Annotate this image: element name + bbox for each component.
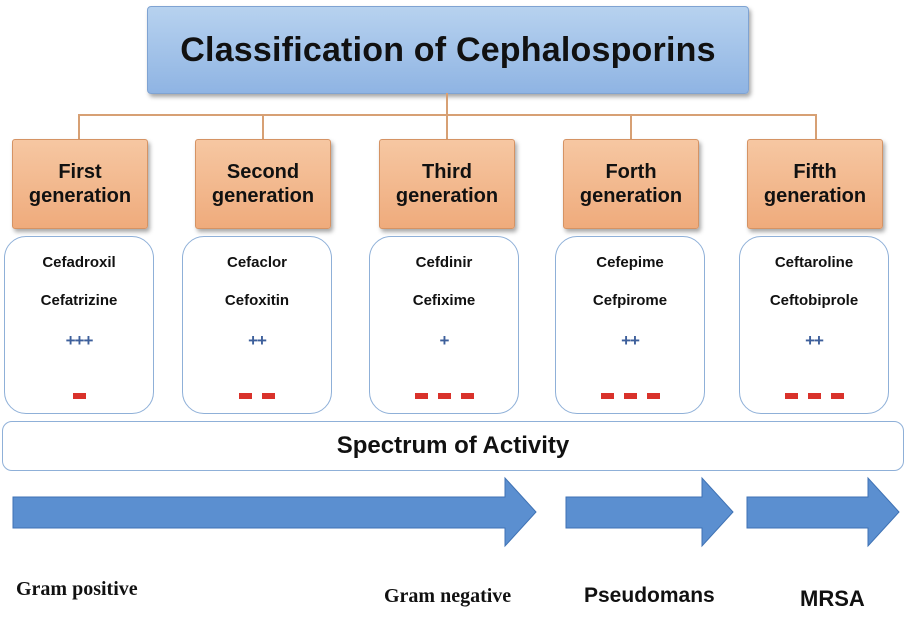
generation-label-line2: generation xyxy=(395,185,499,207)
label-gram-positive: Gram positive xyxy=(16,578,138,600)
generation-label-line2: generation xyxy=(28,185,132,207)
spectrum-of-activity-bar: Spectrum of Activity xyxy=(2,421,904,471)
gram-negative-activity xyxy=(183,393,331,399)
gram-positive-activity: ++ xyxy=(621,331,640,350)
minus-mark xyxy=(239,393,252,399)
connector-gen-2 xyxy=(262,114,264,139)
drug-box-fourth: Cefepime Cefpirome ++ xyxy=(555,236,705,414)
arrow-pseudomonas xyxy=(565,476,734,548)
generation-label-line1: First xyxy=(58,161,102,183)
label-gram-negative: Gram negative xyxy=(384,585,512,607)
drug-name: Cefoxitin xyxy=(224,292,290,309)
gram-positive-activity: ++ xyxy=(248,331,267,350)
drug-name: Cefdinir xyxy=(415,254,473,271)
minus-mark xyxy=(784,393,798,399)
generation-label-line1: Forth xyxy=(605,161,657,183)
minus-mark xyxy=(72,393,86,399)
connector-gen-5 xyxy=(815,114,817,139)
generation-label-line2: generation xyxy=(579,185,683,207)
generation-label-line2: generation xyxy=(763,185,867,207)
gram-negative-activity xyxy=(5,393,153,399)
minus-mark xyxy=(830,393,844,399)
drug-name: Cefepime xyxy=(596,254,664,271)
connector-stem xyxy=(446,93,448,115)
connector-gen-4 xyxy=(630,114,632,139)
connector-gen-1 xyxy=(78,114,80,139)
minus-mark xyxy=(460,393,474,399)
minus-mark xyxy=(623,393,637,399)
minus-mark xyxy=(646,393,660,399)
label-pseudomonas: Pseudomans xyxy=(584,584,715,607)
connector-gen-3 xyxy=(446,114,448,139)
gram-positive-activity: + xyxy=(439,331,450,350)
drug-name: Cefaclor xyxy=(226,254,288,271)
drug-name: Cefadroxil xyxy=(42,254,116,271)
generation-label-line1: Second xyxy=(226,161,300,183)
spectrum-arrows xyxy=(12,476,900,548)
minus-mark xyxy=(262,393,275,399)
arrow-mrsa xyxy=(746,476,900,548)
drug-box-first: Cefadroxil Cefatrizine +++ xyxy=(4,236,154,414)
generation-label-line1: Third xyxy=(422,161,472,183)
minus-mark xyxy=(807,393,821,399)
drug-name: Cefpirome xyxy=(592,292,668,309)
gram-positive-activity: +++ xyxy=(65,331,94,350)
label-mrsa: MRSA xyxy=(800,586,865,611)
minus-mark xyxy=(414,393,428,399)
arrow-gram-positive-to-negative xyxy=(12,476,537,548)
gram-negative-activity xyxy=(556,393,704,399)
generation-label-line1: Fifth xyxy=(793,161,837,183)
drug-box-second: Cefaclor Cefoxitin ++ xyxy=(182,236,332,414)
minus-mark xyxy=(600,393,614,399)
gram-positive-activity: ++ xyxy=(805,331,824,350)
drug-box-fifth: Ceftaroline Ceftobiprole ++ xyxy=(739,236,889,414)
drug-name: Cefatrizine xyxy=(40,292,118,309)
gram-negative-activity xyxy=(740,393,888,399)
diagram-title: Classification of Cephalosporins xyxy=(147,6,749,94)
drug-name: Ceftaroline xyxy=(774,254,854,271)
gram-negative-activity xyxy=(370,393,518,399)
drug-box-third: Cefdinir Cefixime + xyxy=(369,236,519,414)
drug-name: Cefixime xyxy=(412,292,476,309)
drug-name: Ceftobiprole xyxy=(769,292,859,309)
minus-mark xyxy=(437,393,451,399)
generation-label-line2: generation xyxy=(211,185,315,207)
